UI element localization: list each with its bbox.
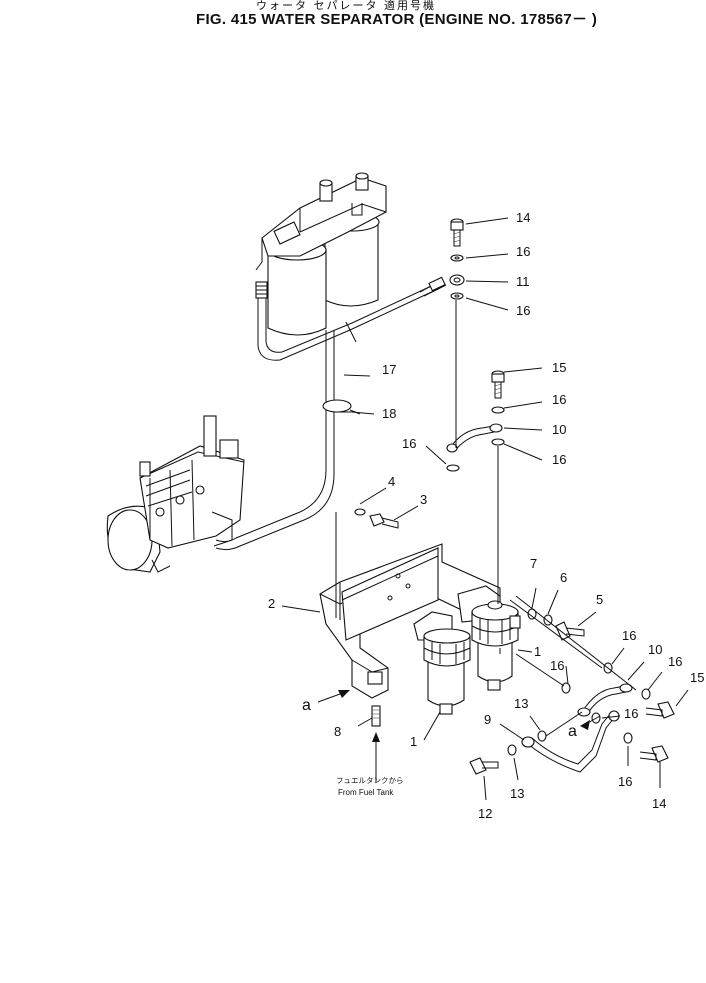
from-fuel-tank-en: From Fuel Tank <box>338 788 394 797</box>
label-part-2: 2 <box>268 596 275 611</box>
label-part-15-top: 15 <box>552 360 566 375</box>
label-part-16-g: 16 <box>668 654 682 669</box>
pipe-10-lower <box>577 683 633 717</box>
label-part-16-i: 16 <box>624 706 638 721</box>
label-part-17: 17 <box>382 362 396 377</box>
leader-lines <box>281 217 689 801</box>
part-number-labels: 14 16 11 16 17 15 16 18 16 10 16 4 3 7 6… <box>268 210 704 821</box>
label-part-16-b: 16 <box>516 303 530 318</box>
label-part-13-a: 13 <box>514 696 528 711</box>
pipe-10-upper <box>446 423 503 453</box>
label-part-14-top: 14 <box>516 210 530 225</box>
label-part-9: 9 <box>484 712 491 727</box>
label-part-16-h: 16 <box>550 658 564 673</box>
label-part-1-left: 1 <box>410 734 417 749</box>
view-marker-a-right: a <box>568 723 577 740</box>
label-part-16-a: 16 <box>516 244 530 259</box>
label-part-8: 8 <box>334 724 341 739</box>
label-part-1-right: 1 <box>534 644 541 659</box>
fuel-hose <box>257 276 447 361</box>
bracket-2 <box>319 543 501 699</box>
label-part-16-c: 16 <box>552 392 566 407</box>
label-part-12: 12 <box>478 806 492 821</box>
label-part-10-right: 10 <box>648 642 662 657</box>
injection-pump <box>106 415 245 573</box>
label-part-16-j: 16 <box>618 774 632 789</box>
label-part-10-top: 10 <box>552 422 566 437</box>
view-marker-a-left: a <box>302 697 311 714</box>
label-part-5: 5 <box>596 592 603 607</box>
pipe-9 <box>521 710 620 773</box>
label-part-13-b: 13 <box>510 786 524 801</box>
figure-title: FIG. 415 WATER SEPARATOR (ENGINE NO. 178… <box>196 11 598 28</box>
view-arrows <box>317 690 601 782</box>
label-part-16-e: 16 <box>552 452 566 467</box>
label-part-16-d: 16 <box>402 436 416 451</box>
japanese-title: ウォータ セパレータ 適用号機 <box>256 0 436 12</box>
pipe-17 <box>215 330 361 551</box>
label-part-15-right: 15 <box>690 670 704 685</box>
lower-filter-left <box>413 611 471 715</box>
label-part-18: 18 <box>382 406 396 421</box>
from-fuel-tank-jp: フュエルタンクから <box>336 776 404 785</box>
label-part-7: 7 <box>530 556 537 571</box>
label-part-14-right: 14 <box>652 796 666 811</box>
upper-filter-assembly <box>255 172 387 336</box>
label-part-11: 11 <box>516 274 530 289</box>
label-part-16-f: 16 <box>622 628 636 643</box>
hardware <box>354 218 675 775</box>
label-part-4: 4 <box>388 474 395 489</box>
lower-filter-right <box>457 585 521 691</box>
label-part-3: 3 <box>420 492 427 507</box>
label-part-6: 6 <box>560 570 567 585</box>
